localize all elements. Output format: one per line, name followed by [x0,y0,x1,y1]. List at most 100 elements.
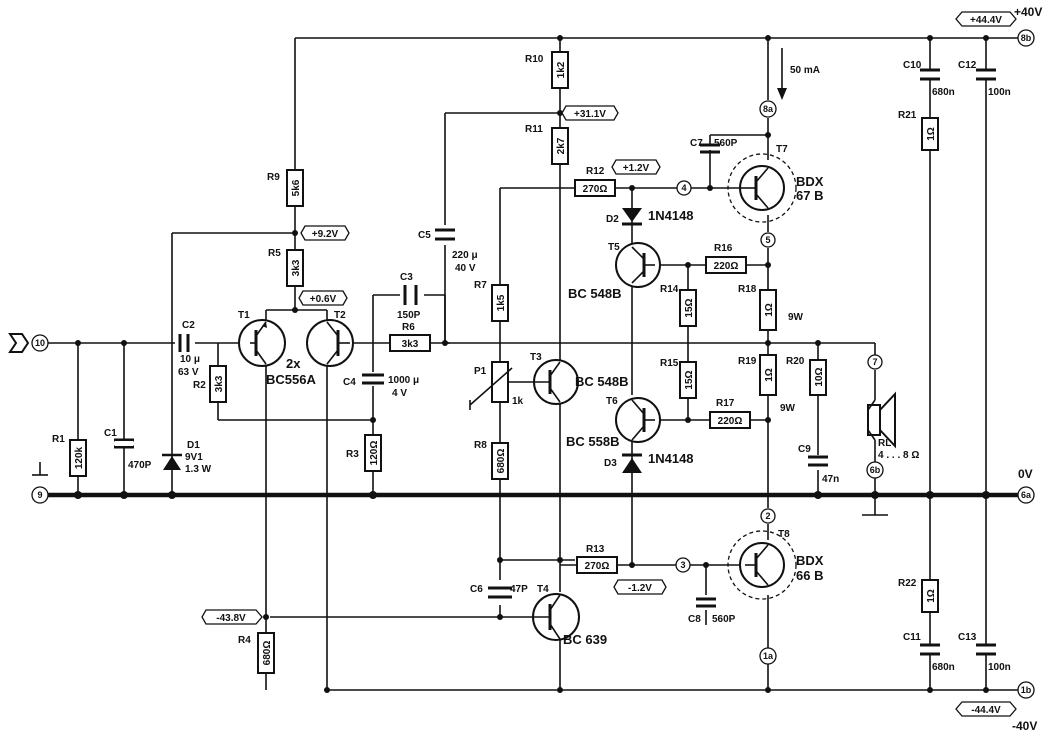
svg-text:100n: 100n [988,87,1011,98]
svg-text:2x: 2x [286,356,301,371]
voltage-tags: +44.4V -44.4V +31.1V +1.2V -1.2V +9.2V +… [201,11,1017,717]
svg-text:T8: T8 [778,529,790,540]
current-arrow-icon: 50 mA [777,48,820,100]
capacitor-C4: C4 1000 μ 4 V [343,372,419,399]
svg-text:270Ω: 270Ω [583,184,608,195]
transistor-T3: T3 BC 548B [530,352,628,405]
input-connector-icon [8,333,30,353]
svg-text:-1.2V: -1.2V [628,583,652,594]
transistor-T1: T1 [238,310,286,367]
rail-label-zero: 0V [1018,467,1033,481]
svg-text:BDX: BDX [796,553,824,568]
capacitor-C10: C10 680n [903,60,955,98]
svg-text:BC556A: BC556A [266,372,316,387]
transistor-T7: T7 BDX 67 B [727,144,824,223]
svg-text:10 μ: 10 μ [180,354,200,365]
resistor-R7: 1k5 R7 [474,280,509,322]
tag-plus-31-1v: +31.1V [561,105,619,121]
svg-text:680Ω: 680Ω [496,449,507,474]
transistor-T2: T2 [306,310,354,367]
svg-text:3k3: 3k3 [214,375,225,392]
transistor-T4: T4 BC 639 [530,584,607,647]
node-markers: 8b 8a 4 5 7 6b 6a 2 3 1a 1b 10 9 [31,29,1035,699]
svg-text:C8: C8 [688,614,701,625]
svg-text:470P: 470P [128,460,152,471]
svg-text:9W: 9W [780,403,796,414]
svg-text:R1: R1 [52,434,65,445]
tag-minus-44-4v: -44.4V [955,701,1017,717]
resistor-R16: 220Ω R16 [705,243,747,274]
svg-text:15Ω: 15Ω [684,370,695,389]
svg-text:R3: R3 [346,449,359,460]
speaker-RL: RL 4 . . . 8 Ω [867,391,919,461]
transistor-T6: T6 BC 558B [566,396,661,449]
svg-text:4: 4 [681,183,686,193]
svg-text:47P: 47P [510,584,528,595]
resistor-R5: 3k3 R5 [268,248,304,287]
node-3: 3 [675,557,691,573]
svg-text:+9.2V: +9.2V [312,229,339,240]
svg-text:D1: D1 [187,440,200,451]
capacitor-C2: C2 10 μ 63 V [175,320,200,378]
svg-text:T2: T2 [334,310,346,321]
node-6b: 6b [866,461,884,479]
svg-text:R8: R8 [474,440,487,451]
resistor-R19: 1Ω R19 9W [738,354,796,414]
svg-text:6a: 6a [1021,490,1032,500]
capacitor-C1: C1 470P [104,428,152,471]
svg-text:4 . . . 8 Ω: 4 . . . 8 Ω [878,450,919,461]
svg-text:9V1: 9V1 [185,452,203,463]
svg-text:R17: R17 [716,398,735,409]
svg-text:R6: R6 [402,322,415,333]
svg-text:9: 9 [37,490,42,500]
svg-text:560P: 560P [714,138,738,149]
svg-text:R2: R2 [193,380,206,391]
node-1a: 1a [759,647,777,665]
capacitor-C11: C11 680n [903,632,955,673]
svg-text:50 mA: 50 mA [790,65,820,76]
svg-text:120k: 120k [74,446,85,469]
resistor-R17: 220Ω R17 [709,398,751,429]
svg-text:8a: 8a [763,104,774,114]
svg-text:RL: RL [878,438,891,449]
svg-text:C10: C10 [903,60,922,71]
resistor-R4: 680Ω R4 [238,632,275,674]
svg-text:C7: C7 [690,138,703,149]
svg-text:3: 3 [680,560,685,570]
tag-plus-0-6v: +0.6V [298,290,348,306]
svg-text:R18: R18 [738,284,757,295]
svg-text:D2: D2 [606,214,619,225]
svg-text:5k6: 5k6 [291,179,302,196]
svg-text:+44.4V: +44.4V [970,15,1002,26]
resistor-R22: 1Ω R22 [898,578,939,613]
capacitor-C7: C7 560P [690,138,738,154]
svg-text:BC 558B: BC 558B [566,434,619,449]
resistor-R14: 15Ω R14 [660,284,697,327]
node-10: 10 [31,334,49,352]
svg-text:T6: T6 [606,396,618,407]
svg-text:C9: C9 [798,444,811,455]
svg-text:120Ω: 120Ω [369,441,380,466]
resistor-R18: 1Ω R18 9W [738,284,804,331]
svg-text:BC 548B: BC 548B [568,286,621,301]
capacitor-C5: C5 220 μ 40 V [418,225,478,274]
svg-text:560P: 560P [712,614,736,625]
svg-text:63 V: 63 V [178,367,199,378]
svg-text:-43.8V: -43.8V [216,613,246,624]
tag-minus-43-8v: -43.8V [201,609,263,625]
svg-text:1a: 1a [763,651,774,661]
svg-text:R14: R14 [660,284,679,295]
resistor-R11: 2k7 R11 [525,124,569,165]
svg-text:66 B: 66 B [796,568,823,583]
svg-text:R22: R22 [898,578,917,589]
node-5: 5 [760,232,776,248]
resistor-R20: 10Ω R20 [786,356,827,396]
svg-text:220Ω: 220Ω [718,416,743,427]
zener-diode-D1: D1 9V1 1.3 W [162,440,212,475]
resistor-R6: 3k3 R6 [389,322,431,352]
resistor-R15: 15Ω R15 [660,358,697,399]
tag-minus-1-2v: -1.2V [613,579,667,595]
svg-text:C11: C11 [903,632,921,643]
svg-text:680n: 680n [932,87,955,98]
